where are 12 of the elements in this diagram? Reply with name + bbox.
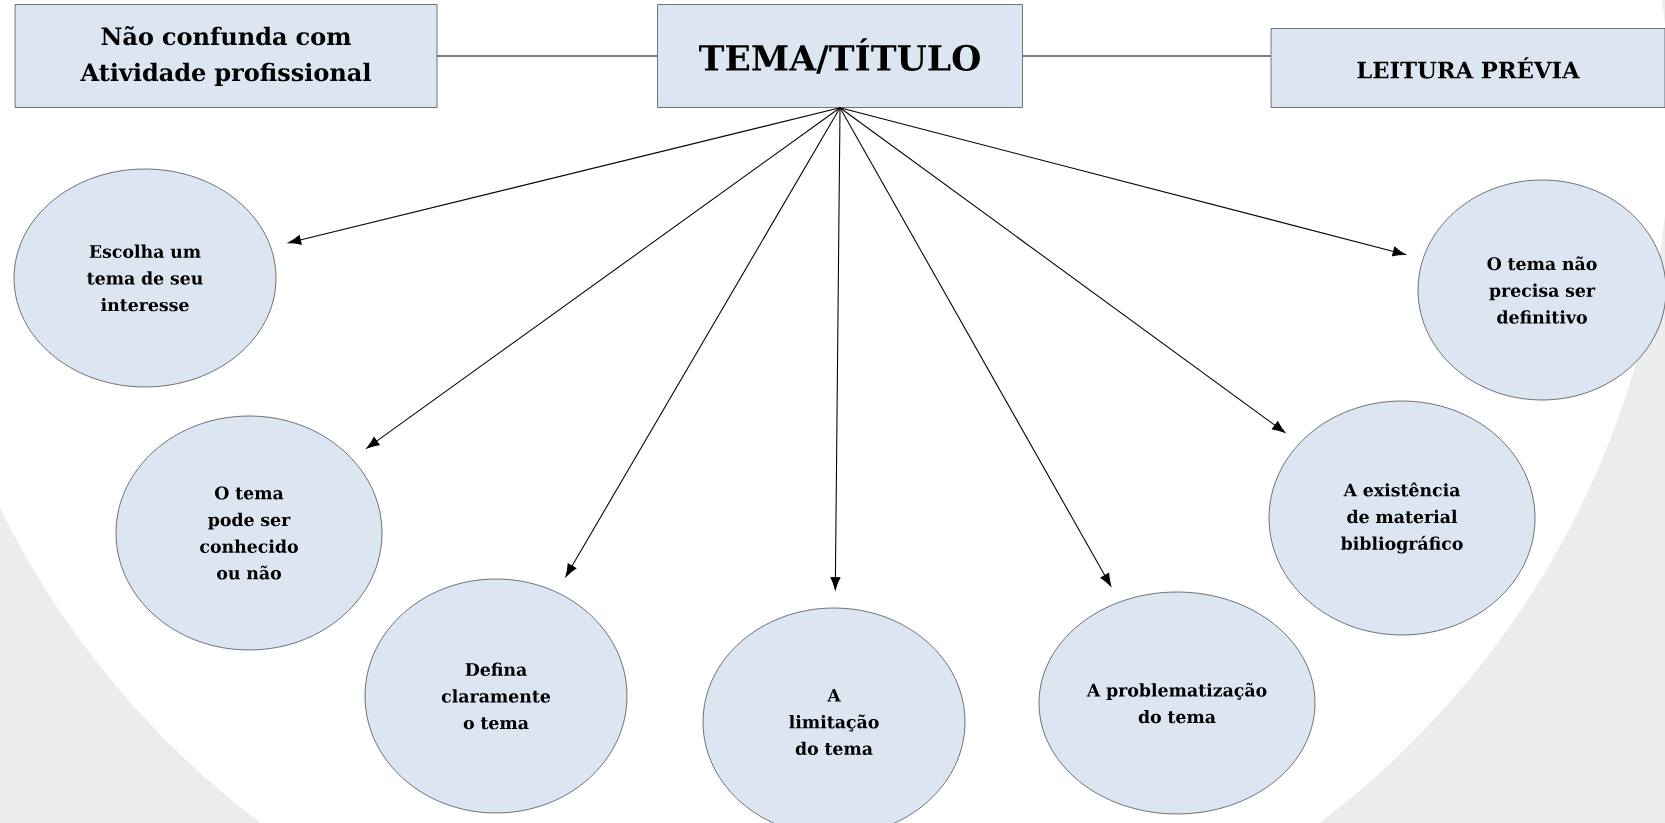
arrow [366,107,841,449]
connector-line [436,55,658,57]
arrow [839,107,1112,587]
text-box: LEITURA PRÉVIA [1270,28,1665,108]
text-box: Não confunda com Atividade profissional [14,4,438,108]
arrow [565,107,841,577]
arrow [839,107,1406,257]
arrow [830,107,841,590]
arrow [839,107,1286,433]
arrow [288,107,841,245]
connector-line [1022,55,1272,57]
text-box: TEMA/TÍTULO [657,4,1023,108]
